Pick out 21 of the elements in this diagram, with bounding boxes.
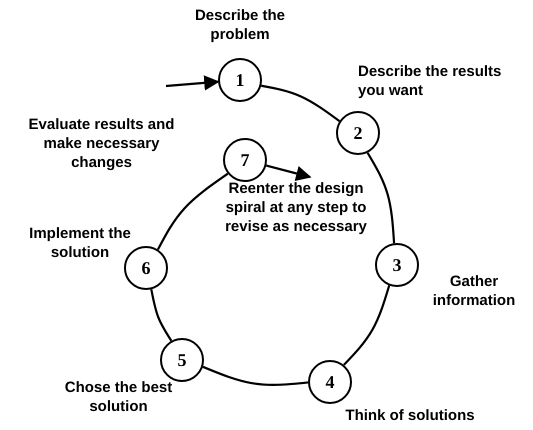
arrow: [166, 75, 220, 91]
spiral-line: [366, 152, 396, 244]
step-number-circle: 6: [124, 246, 168, 290]
arrow: [266, 164, 312, 181]
step-caption: Gather information: [432, 272, 516, 310]
step-number-circle: 3: [375, 243, 419, 287]
step-caption: Think of solutions: [344, 406, 476, 425]
note-text: Reenter the design spiral at any step to revise as necessary: [222, 179, 370, 236]
step-number-circle: 2: [336, 111, 380, 155]
step-caption: Describe the results you want: [358, 62, 502, 100]
step-caption: Evaluate results and make necessary changes: [28, 115, 176, 172]
spiral-line: [261, 84, 340, 122]
step-number-circle: 1: [218, 58, 262, 102]
spiral-line: [343, 285, 390, 366]
step-caption: Describe the problem: [194, 6, 286, 44]
spiral-line: [150, 289, 172, 342]
spiral-line: [202, 366, 308, 386]
spiral-line: [156, 172, 228, 250]
step-number-circle: 7: [223, 138, 267, 182]
step-number-circle: 4: [308, 360, 352, 404]
step-number-circle: 5: [160, 338, 204, 382]
